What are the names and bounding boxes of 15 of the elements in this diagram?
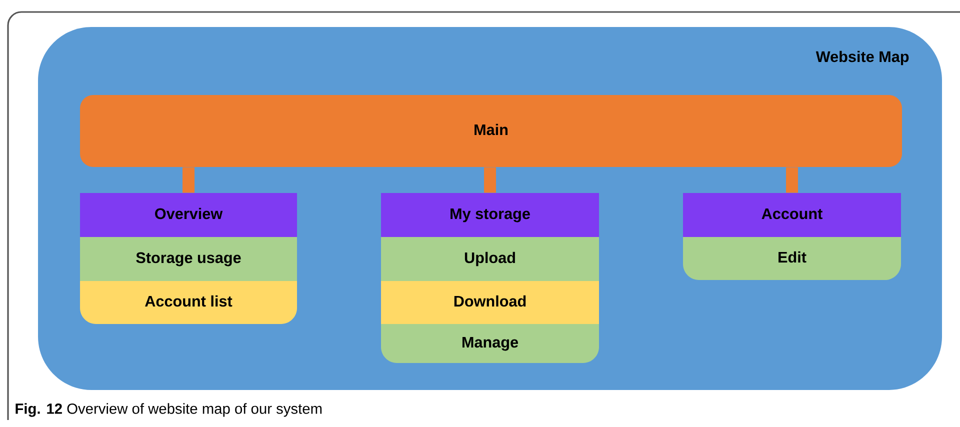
menu-item: Account list bbox=[80, 281, 297, 324]
connector bbox=[484, 167, 496, 193]
menu-header: Overview bbox=[80, 193, 297, 237]
main-box: Main bbox=[80, 95, 902, 167]
menu-item: Storage usage bbox=[80, 237, 297, 281]
connector bbox=[786, 167, 798, 193]
menu-header: Account bbox=[683, 193, 901, 237]
caption: Fig. 12 Overview of website map of our system bbox=[16, 403, 322, 417]
menu-item: Manage bbox=[381, 324, 599, 363]
menu-item: Download bbox=[381, 281, 599, 324]
menu-header: My storage bbox=[381, 193, 599, 237]
menu-item: Edit bbox=[683, 237, 901, 280]
menu-item: Upload bbox=[381, 237, 599, 281]
connector bbox=[182, 167, 194, 193]
container-title: Website Map bbox=[816, 50, 909, 66]
